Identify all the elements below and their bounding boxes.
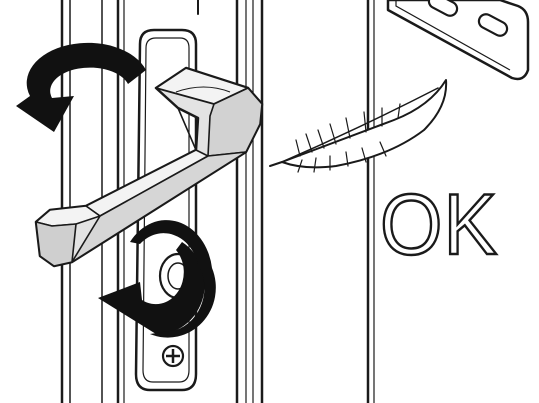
wall-bracket xyxy=(388,0,528,79)
phillips-screw-icon xyxy=(163,346,183,366)
ok-label: OK xyxy=(380,177,498,273)
rotate-counterclockwise-arrow-icon xyxy=(16,43,146,132)
feather-icon xyxy=(270,80,446,172)
